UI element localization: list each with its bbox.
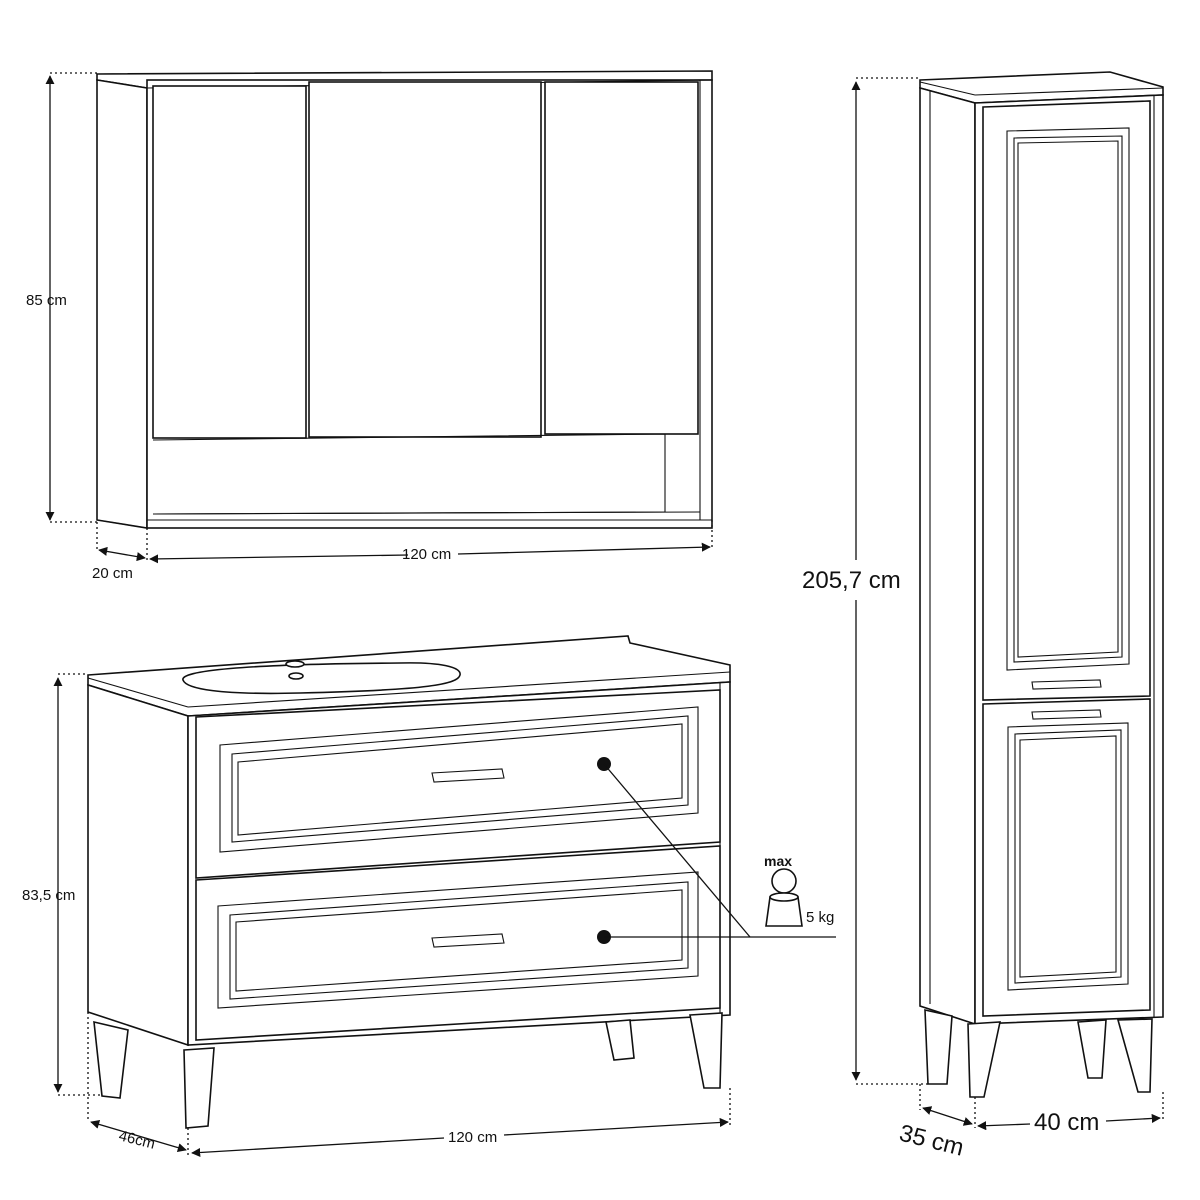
- mirror-cabinet: [96, 70, 713, 529]
- drawer-top-handle: [431, 768, 505, 783]
- mirror-dimensions: [45, 72, 713, 564]
- tall-height-label: 205,7 cm: [802, 567, 901, 594]
- tall-upper-handle: [1031, 679, 1102, 690]
- weight-icon: [765, 868, 803, 927]
- vanity-leg: [93, 1020, 129, 1099]
- vanity-unit: [87, 635, 836, 1129]
- vanity-leg: [605, 1019, 635, 1061]
- tall-upper-door: [982, 100, 1151, 701]
- basin: [182, 662, 461, 695]
- mirror-height-label: 85 cm: [26, 292, 67, 309]
- mirror-door-right: [544, 81, 699, 435]
- tall-leg: [1116, 1018, 1153, 1093]
- tall-cabinet: [919, 71, 1164, 1098]
- tall-leg: [967, 1021, 1002, 1098]
- mirror-door-left: [152, 85, 307, 439]
- vanity-width-label: 120 cm: [448, 1129, 497, 1146]
- vanity-depth-label: 46cm: [117, 1127, 157, 1152]
- tall-leg: [924, 1008, 953, 1085]
- tall-depth-label: 35 cm: [897, 1120, 967, 1162]
- drawer-bottom-handle: [431, 933, 505, 948]
- vanity-leg: [689, 1012, 723, 1089]
- tall-leg: [1077, 1019, 1107, 1079]
- mirror-width-label: 120 cm: [402, 546, 451, 563]
- vanity-height-label: 83,5 cm: [22, 887, 75, 904]
- tall-lower-handle: [1031, 709, 1102, 720]
- vanity-leg: [183, 1047, 215, 1129]
- tall-lower-door: [982, 698, 1151, 1017]
- load-value-label: 5 kg: [806, 909, 834, 926]
- mirror-door-center: [308, 81, 542, 438]
- tall-dimensions: [851, 77, 1164, 1131]
- vanity-dimensions: [53, 673, 731, 1158]
- max-load-label: max: [764, 853, 792, 869]
- tall-width-label: 40 cm: [1034, 1109, 1099, 1136]
- mirror-depth-label: 20 cm: [92, 565, 133, 582]
- drawer-bottom: [195, 845, 721, 1041]
